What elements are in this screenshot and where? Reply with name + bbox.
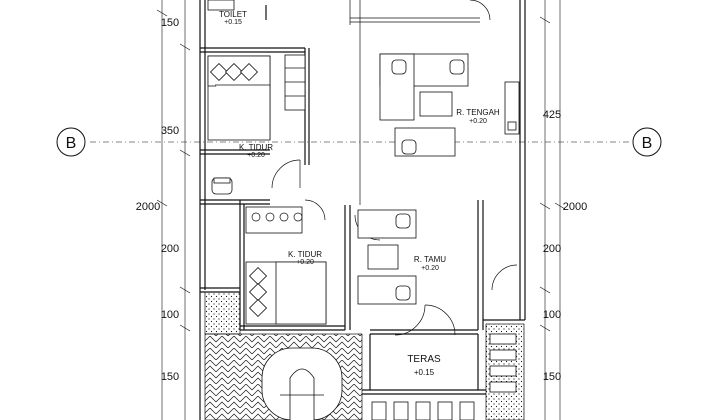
dimension-left-4: 200 xyxy=(161,243,179,255)
walls xyxy=(199,0,526,420)
room-name-bedroom-bottom: K. TIDUR xyxy=(288,250,322,259)
room-name-toilet: TOILET xyxy=(219,10,247,19)
window-top xyxy=(350,17,480,23)
room-level-bedroom-top: +0.20 xyxy=(247,152,265,159)
stepping-stones-right xyxy=(489,333,517,393)
grid-marker-left: B xyxy=(56,127,86,157)
dimension-left-3: 2000 xyxy=(136,201,160,213)
tv-cabinet xyxy=(504,81,520,135)
planter-left xyxy=(204,291,241,335)
room-level-terrace: +0.15 xyxy=(414,368,435,377)
bed-top xyxy=(207,55,271,141)
room-level-toilet: +0.15 xyxy=(224,19,242,26)
room-name-bedroom-top: K. TIDUR xyxy=(239,143,273,152)
coffee-table-family-room xyxy=(419,91,453,117)
coffee-table-living-room xyxy=(367,244,399,270)
dimension-left-2: 350 xyxy=(161,125,179,137)
dimension-left-6: 150 xyxy=(161,371,179,383)
left-dimension-lines xyxy=(156,0,191,420)
sofa-family-room xyxy=(379,53,469,121)
dimension-right-5: 150 xyxy=(543,371,561,383)
grid-marker-right-label: B xyxy=(642,135,653,152)
sofa-living-room-top xyxy=(357,209,417,239)
room-name-terrace: TERAS xyxy=(407,354,441,365)
room-name-family-room: R. TENGAH xyxy=(456,108,500,117)
dimension-right-1: 425 xyxy=(543,109,561,121)
room-level-family-room: +0.20 xyxy=(469,118,487,125)
room-name-living-room: R. TAMU xyxy=(414,255,446,264)
dimension-right-3: 200 xyxy=(543,243,561,255)
right-dimension-lines xyxy=(539,0,566,420)
grid-marker-left-label: B xyxy=(66,135,77,152)
wardrobe-bottom xyxy=(245,206,303,234)
room-level-living-room: +0.20 xyxy=(421,265,439,272)
grid-marker-right: B xyxy=(632,127,662,157)
dimension-right-4: 100 xyxy=(543,309,561,321)
car xyxy=(261,347,343,420)
dimension-left-5: 100 xyxy=(161,309,179,321)
toilet-fixture xyxy=(207,0,267,20)
wardrobe-top xyxy=(284,54,306,111)
dimension-right-2: 2000 xyxy=(563,201,587,213)
room-level-bedroom-bottom: +0.20 xyxy=(296,259,314,266)
stepping-stones-bottom xyxy=(371,401,475,420)
chair xyxy=(211,177,233,195)
doors xyxy=(271,0,518,336)
bed-bottom xyxy=(245,261,327,325)
sofa-living-room-bottom xyxy=(357,275,417,305)
dimension-left-1: 150 xyxy=(161,17,179,29)
armchair-family-room xyxy=(394,127,456,157)
